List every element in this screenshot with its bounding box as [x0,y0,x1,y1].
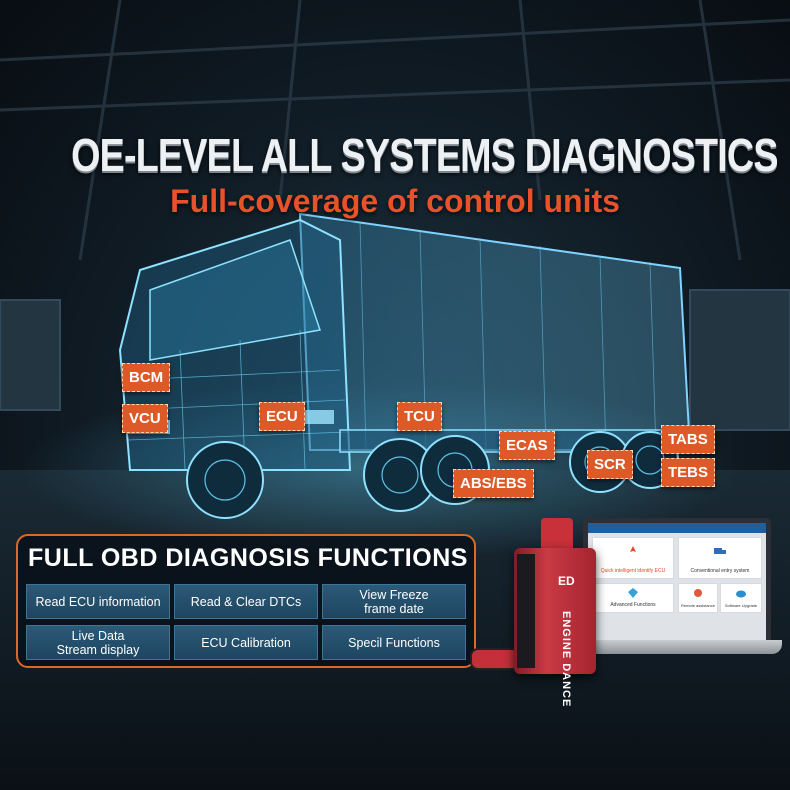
app-tile-software-upgrade: Software Upgrade [720,583,762,613]
panel-title: FULL OBD DIAGNOSIS FUNCTIONS [28,544,468,572]
function-view-freeze-frame: View Freeze frame date [322,584,466,619]
truck-icon [714,548,726,554]
function-live-data-stream: Live Data Stream display [26,625,170,660]
function-read-ecu-info: Read ECU information [26,584,170,619]
diamond-icon [628,588,638,598]
function-ecu-calibration: ECU Calibration [174,625,318,660]
app-tile-advanced-functions: Advanced Functions [592,583,674,613]
app-tile-remote-assistance: Remote assistance [678,583,718,613]
tag-vcu: VCU [122,404,168,433]
app-title-bar [588,523,766,533]
functions-panel: FULL OBD DIAGNOSIS FUNCTIONS Read ECU in… [16,534,476,668]
tag-abs-ebs: ABS/EBS [453,469,534,498]
headline: OE-LEVEL ALL SYSTEMS DIAGNOSTICS [71,129,778,181]
remote-icon [694,589,702,597]
device-logo: ED [558,574,575,588]
obd-cable-plug [470,648,520,670]
function-special-functions: Specil Functions [322,625,466,660]
tag-tcu: TCU [397,402,442,431]
device-connector [541,518,573,552]
app-tile-quick-identify: Quick intelligent identify ECU [592,537,674,579]
tag-ecu: ECU [259,402,305,431]
cloud-icon [736,590,746,598]
device-brand: ENGINE DANCE [560,611,572,708]
laptop-base [562,640,782,654]
tag-tabs: TABS [661,425,715,454]
function-read-clear-dtcs: Read & Clear DTCs [174,584,318,619]
tag-scr: SCR [587,450,633,479]
subheadline: Full-coverage of control units [170,183,620,219]
device-side-panel [517,554,535,668]
tag-tebs: TEBS [661,458,716,487]
laptop-icon: Quick intelligent identify ECU Conventio… [583,518,771,646]
rocket-icon [630,546,636,552]
app-tile-conventional-entry: Conventional entry system [678,537,762,579]
tag-bcm: BCM [122,363,171,392]
tag-ecas: ECAS [499,431,555,460]
